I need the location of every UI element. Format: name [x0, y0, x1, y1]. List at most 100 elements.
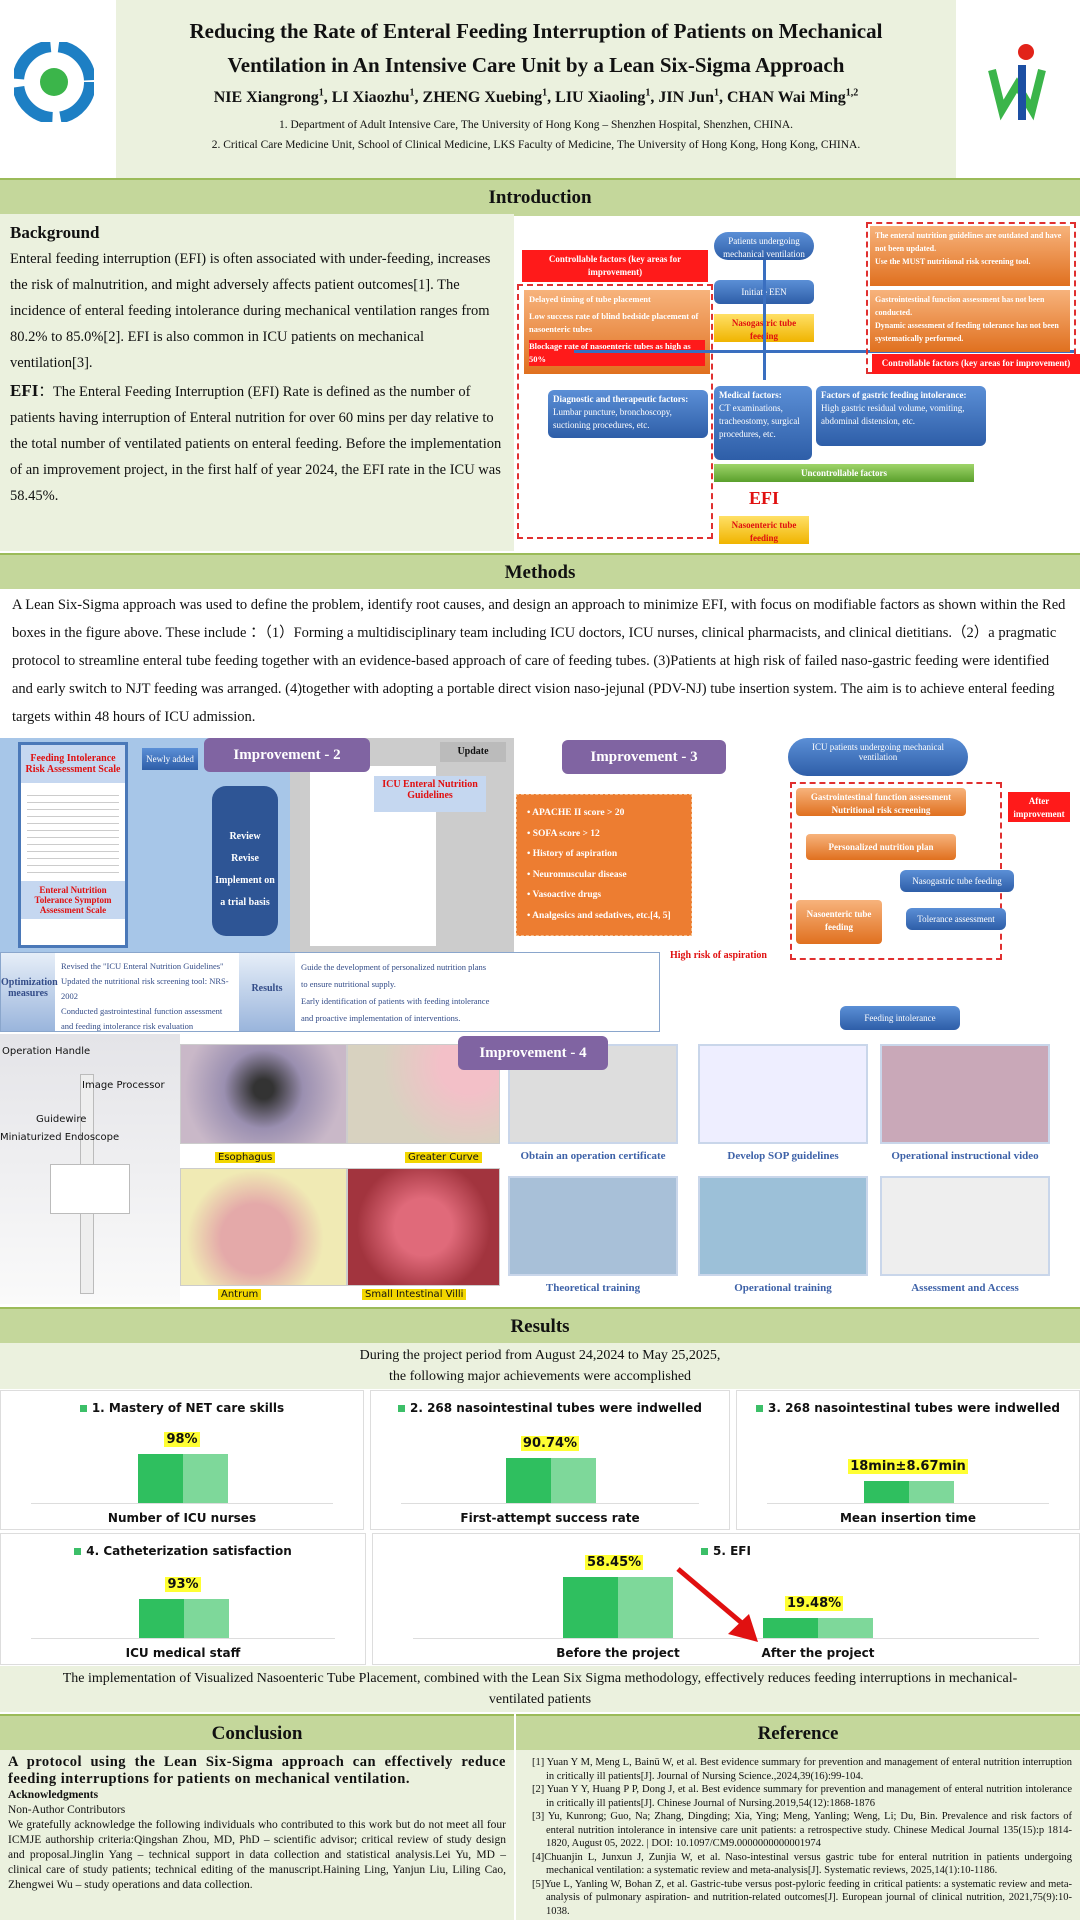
- conclusion-section: A protocol using the Lean Six-Sigma appr…: [0, 1750, 514, 1920]
- step: Review: [229, 831, 261, 842]
- author-affiliation: 1,2: [845, 88, 859, 99]
- card-x-label: Number of ICU nurses: [107, 1511, 257, 1525]
- factor-item: Dynamic assessment of feeding tolerance …: [875, 321, 1059, 343]
- newly-added-tag: Newly added: [142, 748, 198, 770]
- training-caption: Develop SOP guidelines: [727, 1150, 839, 1162]
- author-name: JIN Jun: [658, 89, 714, 107]
- patients-node: Patients undergoing mechanical ventilati…: [714, 232, 814, 260]
- poster-header: Reducing the Rate of Enteral Feeding Int…: [116, 0, 956, 178]
- background-section: Background Enteral feeding interruption …: [0, 214, 514, 551]
- controllable-factors-right: Controllable factors (key areas for impr…: [872, 354, 1080, 374]
- uncontrollable-factors: Uncontrollable factors: [714, 464, 974, 482]
- med-title: Medical factors:: [719, 390, 782, 400]
- results-heading: Results: [0, 1307, 1080, 1345]
- device-label: Guidewire: [36, 1114, 87, 1125]
- value-label: 93%: [165, 1576, 201, 1592]
- factor-item: The enteral nutrition guidelines are out…: [875, 231, 1062, 253]
- device-label: Operation Handle: [2, 1046, 91, 1057]
- background-text: Enteral feeding interruption (EFI) is of…: [10, 251, 491, 371]
- methods-text: A Lean Six-Sigma approach was used to de…: [0, 589, 1080, 734]
- efi-title: EFI: [10, 381, 39, 400]
- right-logo: [982, 40, 1052, 130]
- author: LI Xiaozhu1,: [331, 88, 423, 107]
- author: LIU Xiaoling1,: [555, 88, 659, 107]
- card-title: 2. 268 nasointestinal tubes were indwell…: [371, 1401, 729, 1415]
- ack-subtitle: Non-Author Contributors: [8, 1804, 126, 1816]
- introduction-heading: Introduction: [0, 178, 1080, 216]
- gastric-title: Factors of gastric feeding intolerance:: [821, 390, 967, 400]
- decrease-arrow-icon: [676, 1567, 758, 1642]
- ack-text: We gratefully acknowledge the following …: [8, 1819, 506, 1891]
- efi-definition: ：The Enteral Feeding Interruption (EFI) …: [10, 384, 502, 504]
- after-bar: [763, 1617, 873, 1638]
- result-bar: [506, 1457, 596, 1503]
- result-bar: [864, 1480, 954, 1503]
- result-bar: [138, 1454, 228, 1503]
- improvement-4-title: Improvement - 4: [458, 1036, 608, 1070]
- author-name: LIU Xiaoling: [555, 89, 646, 107]
- factor-item: Delayed timing of tube placement: [529, 294, 651, 304]
- training-caption: Operational training: [734, 1282, 832, 1294]
- author-affiliation: 1: [645, 88, 651, 99]
- update-tag: Update: [440, 742, 506, 762]
- device-label: Image Processor: [82, 1080, 165, 1091]
- title-line-2: Ventilation in An Intensive Care Unit by…: [227, 53, 845, 77]
- value-label: 98%: [164, 1432, 200, 1447]
- gastric-text: High gastric residual volume, vomiting, …: [821, 403, 965, 426]
- author-affiliation: 1: [409, 88, 415, 99]
- author-list: NIE Xiangrong1, LI Xiaozhu1, ZHENG Xuebi…: [116, 88, 956, 107]
- training-caption: Theoretical training: [545, 1282, 641, 1294]
- list-item: Early identification of patients with fe…: [301, 996, 490, 1023]
- esophagus-photo: [180, 1044, 347, 1144]
- efi-result-card: 5. EFI 58.45% 19.48% Before the project …: [372, 1533, 1080, 1665]
- training-photo: [698, 1176, 868, 1276]
- improvement-2-title: Improvement - 2: [204, 738, 370, 772]
- result-card: 4. Catheterization satisfaction 93% ICU …: [0, 1533, 366, 1665]
- diag-text: Lumbar puncture, bronchoscopy, suctionin…: [553, 407, 672, 430]
- card-title: 5. EFI: [373, 1544, 1079, 1558]
- ngt-feeding-node: Nasogastric tube feeding: [900, 870, 1014, 892]
- reference-item: [3] Yu, Kunrong; Guo, Na; Zhang, Dingdin…: [532, 1811, 1072, 1849]
- author-name: LI Xiaozhu: [331, 89, 410, 107]
- photo-label: Greater Curve: [405, 1152, 482, 1163]
- before-label: 58.45%: [585, 1554, 644, 1570]
- result-bar: [139, 1598, 229, 1638]
- scale-title: Feeding Intolerance Risk Assessment Scal…: [21, 745, 125, 783]
- author-name: CHAN Wai Ming: [726, 89, 846, 107]
- icu-patients-node: ICU patients undergoing mechanical venti…: [788, 738, 968, 776]
- optimization-label: Optimization measures: [1, 953, 58, 1031]
- card-title: 4. Catheterization satisfaction: [1, 1544, 365, 1558]
- list-item: Updated the nutritional risk screening t…: [61, 976, 229, 1001]
- tolerance-node: Tolerance assessment: [906, 908, 1006, 930]
- photo-label: Antrum: [218, 1289, 262, 1300]
- step: Implement on a trial basis: [215, 875, 275, 908]
- step: Revise: [231, 853, 259, 864]
- training-photo: [880, 1176, 1050, 1276]
- card-x-label: Mean insertion time: [839, 1511, 977, 1525]
- result-card: 1. Mastery of NET care skills 98% Number…: [0, 1390, 364, 1530]
- guidelines-title: ICU Enteral Nutrition Guidelines: [374, 776, 486, 812]
- risk-item: • Neuromuscular disease: [527, 869, 627, 880]
- card-x-label: ICU medical staff: [125, 1646, 241, 1660]
- list-item: Conducted gastrointestinal function asse…: [61, 1006, 223, 1031]
- author-name: ZHENG Xuebing: [422, 89, 543, 107]
- card-title: 3. 268 nasointestinal tubes were indwell…: [737, 1401, 1079, 1415]
- after-x-label: After the project: [761, 1646, 875, 1660]
- reference-item: [2] Yuan Y Y, Huang P P, Dong J, et al. …: [532, 1784, 1072, 1809]
- risk-item: • History of aspiration: [527, 849, 618, 859]
- training-photo: [508, 1176, 678, 1276]
- optimization-list: Revised the "ICU Enteral Nutrition Guide…: [61, 959, 236, 1034]
- training-photo: [698, 1044, 868, 1144]
- result-card: 2. 268 nasointestinal tubes were indwell…: [370, 1390, 730, 1530]
- risk-item: • Vasoactive drugs: [527, 890, 602, 900]
- after-improvement-tag: After improvement: [1008, 792, 1070, 822]
- factor-item: Blockage rate of nasoenteric tubes as hi…: [529, 340, 705, 366]
- author-affiliation: 1: [713, 88, 719, 99]
- ack-title: Acknowledgments: [8, 1789, 99, 1801]
- net-feeding-node: Nasoenteric tube feeding: [796, 900, 882, 944]
- factor-item: Gastrointestinal function assessment has…: [875, 295, 1045, 317]
- gastric-factors: Factors of gastric feeding intolerance: H…: [816, 386, 986, 446]
- gi-assessment-node: Gastrointestinal function assessment Nut…: [796, 788, 966, 816]
- results-list: Guide the development of personalized nu…: [301, 959, 491, 1027]
